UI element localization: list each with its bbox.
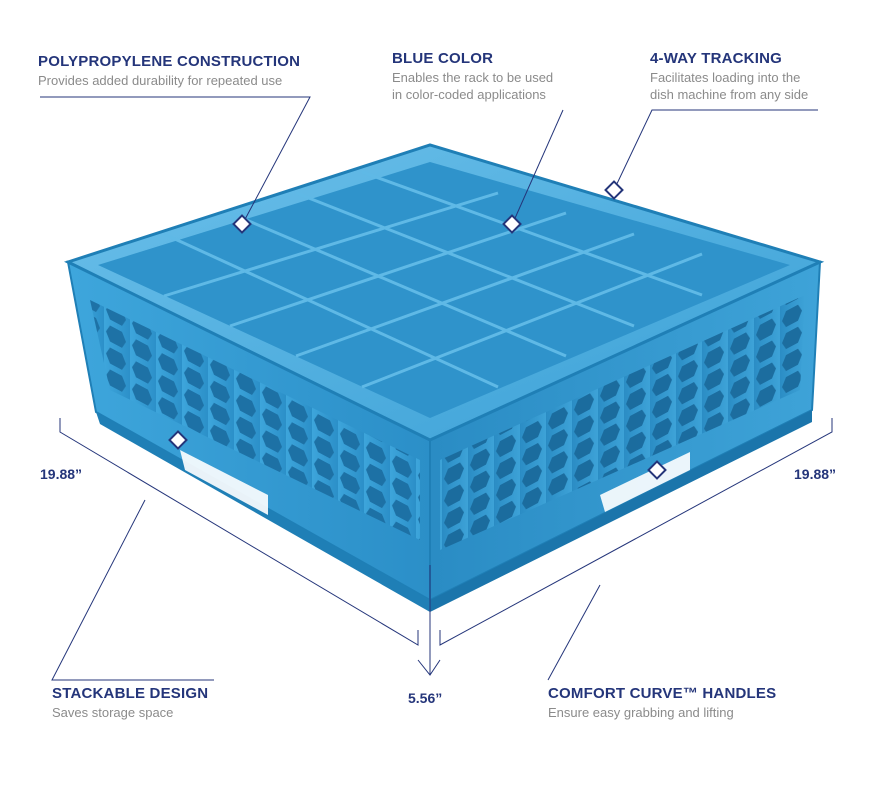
- dimension-right: 19.88”: [794, 466, 837, 482]
- handles-title: COMFORT CURVE™ HANDLES: [548, 685, 777, 702]
- dimension-height: 5.56”: [408, 690, 443, 706]
- stackable-title: STACKABLE DESIGN: [52, 685, 209, 702]
- tracking-desc-line-2: dish machine from any side: [650, 87, 809, 102]
- construction-title: POLYPROPYLENE CONSTRUCTION: [38, 53, 301, 70]
- diamond-marker-icon: [647, 460, 667, 480]
- construction-desc: Provides added durability for repeated u…: [38, 73, 283, 88]
- color-desc-line-2: in color-coded applications: [392, 87, 546, 102]
- handles-desc: Ensure easy grabbing and lifting: [548, 705, 734, 720]
- tracking-title: 4-WAY TRACKING: [650, 50, 782, 67]
- dimension-left: 19.88”: [40, 466, 83, 482]
- stackable-desc: Saves storage space: [52, 705, 174, 720]
- color-title: BLUE COLOR: [392, 50, 494, 67]
- leader-lines: [40, 96, 833, 681]
- diamond-marker-icon: [232, 214, 252, 234]
- tracking-desc-line-1: Facilitates loading into the: [650, 70, 801, 85]
- diamond-marker-icon: [604, 180, 624, 200]
- color-desc-line-1: Enables the rack to be used: [392, 70, 554, 85]
- rack-top: [64, 143, 825, 442]
- rack-left-wall: [66, 260, 431, 612]
- rack-right-wall: [429, 260, 822, 612]
- diamond-marker-icon: [168, 430, 188, 450]
- diamond-marker-icon: [502, 214, 522, 234]
